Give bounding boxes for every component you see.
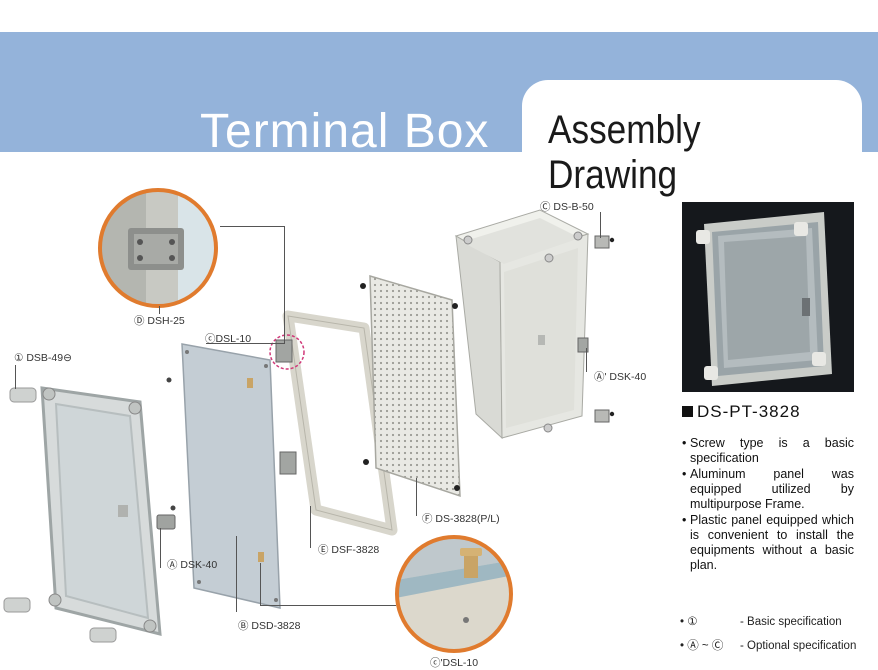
square-bullet-icon [682,406,693,417]
aluminum-panel [181,343,281,609]
label-dsk40: Ⓐ DSK-40 [167,559,218,571]
leader-dsl10-top [220,226,285,227]
enclosure-body [454,209,615,440]
legend-basic: • ① - Basic specification [680,614,842,628]
label-ds3828pl: Ⓕ DS-3828(P/L) [422,513,500,525]
perforated-panel [360,274,461,498]
legend-symbol: • Ⓐ ~ Ⓒ [680,640,724,652]
screw-closeup-callout [395,535,513,653]
label-dsf3828: Ⓔ DSF-3828 [318,544,380,556]
label-dsh25: Ⓓ DSH-25 [134,315,185,327]
leader-dsf3828 [310,506,311,548]
leader-dsk40 [160,528,161,568]
leader-dsd3828 [236,536,237,612]
lock-parts [118,377,176,530]
page-subtitle: Assembly Drawing [548,108,701,197]
leader-dsl10 [206,343,284,344]
leader-dsl10b [260,563,261,606]
mounting-frame [269,310,398,536]
page-title: Terminal Box [200,105,490,158]
legend-optional: • Ⓐ ~ Ⓒ - Optional specification [680,637,856,653]
leader-dspl [416,478,417,516]
label-dsb50: Ⓒ DS-B-50 [540,201,594,213]
leader-dsk40b [586,348,587,372]
hinge-closeup-callout [98,188,218,308]
label-dsd3828: Ⓑ DSD-3828 [238,620,301,632]
legend-text: - Optional specification [740,640,857,652]
label-dsk40b: Ⓐ' DSK-40 [594,371,647,383]
product-model: DS-PT-3828 [682,402,801,422]
product-model-text: DS-PT-3828 [697,402,801,421]
label-dsl10b: ⓒ'DSL-10 [430,657,479,669]
leader-dsl10-vert [284,226,285,344]
spec-list: Screw type is a basic specification Alum… [682,436,854,574]
transparent-cover [3,386,162,643]
spec-item: Aluminum panel was equipped utilized by … [682,467,854,512]
leader-dsb50 [600,212,601,238]
spec-item: Screw type is a basic specification [682,436,854,466]
legend-text: - Basic specification [740,616,842,628]
spec-item: Plastic panel equipped which is convenie… [682,513,854,573]
label-dsb49: ① DSB-49⊖ [14,352,72,364]
product-photo [682,202,854,392]
leader-dsb49 [15,365,16,389]
leader-dsl10b-h [260,605,396,606]
label-dsl10: ⓒDSL-10 [205,333,252,345]
header-tab [522,80,862,160]
legend-symbol: • ① [680,616,698,628]
leader-dsh25 [159,306,160,314]
